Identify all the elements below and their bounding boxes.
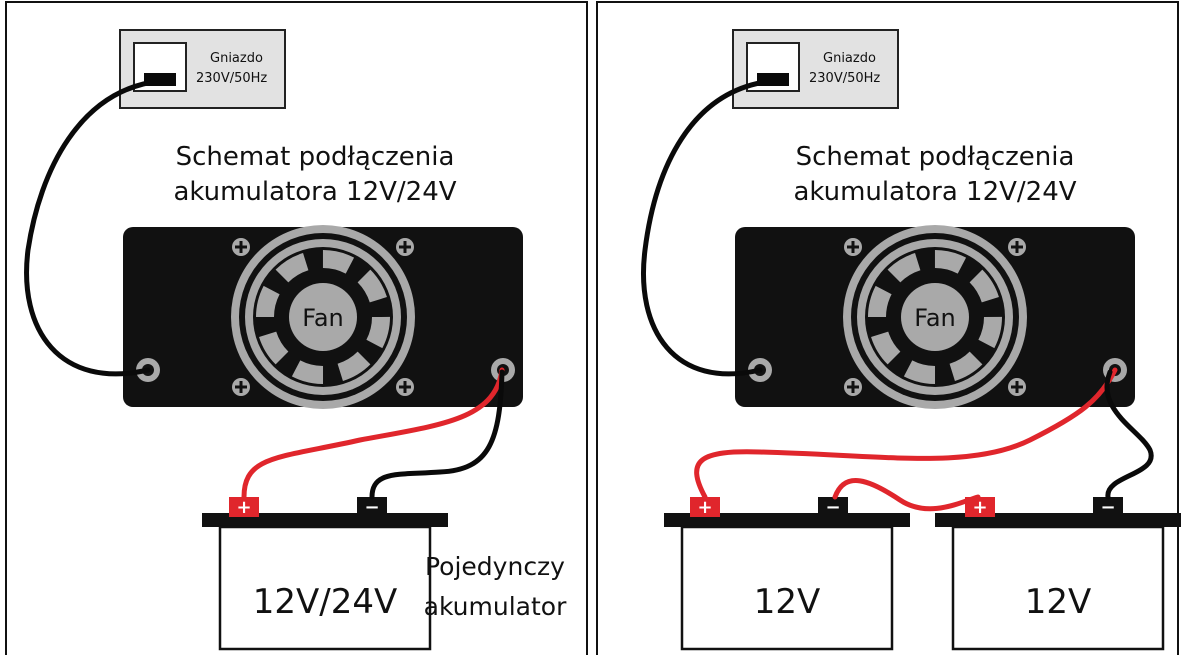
battery-plus-terminal: + — [229, 497, 259, 518]
left-panel: Gniazdo 230V/50Hz Schemat podłączenia ak… — [5, 1, 588, 655]
charger-unit: Fan — [123, 225, 523, 409]
diagram-title-line1: Schemat podłączenia — [796, 142, 1075, 172]
socket-label-line2: 230V/50Hz — [196, 71, 267, 86]
diagram-title-line2: akumulatora 12V/24V — [793, 177, 1076, 207]
minus-sign: − — [825, 497, 840, 518]
plus-sign: + — [972, 497, 987, 518]
battery-minus-terminal: − — [357, 497, 387, 518]
charger-unit: Fan — [735, 225, 1135, 409]
socket-label-line1: Gniazdo — [210, 51, 263, 66]
diagram-title-line2: akumulatora 12V/24V — [173, 177, 456, 207]
mains-cable — [641, 78, 775, 377]
battery-2-plus-terminal: + — [965, 497, 995, 518]
plus-sign: + — [236, 497, 251, 518]
plus-sign: + — [697, 497, 712, 518]
fan-label: Fan — [914, 304, 956, 332]
battery-1-plus-terminal: + — [690, 497, 720, 518]
diagram-title-line1: Schemat podłączenia — [176, 142, 455, 172]
series-link-cable — [832, 478, 981, 512]
socket-label-line1: Gniazdo — [823, 51, 876, 66]
wall-socket: Gniazdo 230V/50Hz — [732, 29, 899, 109]
positive-cable — [694, 367, 1118, 500]
battery-1-minus-terminal: − — [818, 497, 848, 518]
battery-2: 12V — [933, 511, 1183, 651]
battery-2-minus-terminal: − — [1093, 497, 1123, 518]
single-battery-label-line2: akumulator — [424, 592, 567, 621]
minus-sign: − — [1100, 497, 1115, 518]
minus-sign: − — [364, 497, 379, 518]
battery-1-label: 12V — [754, 582, 821, 622]
right-panel: Gniazdo 230V/50Hz Schemat podłączenia ak… — [596, 1, 1183, 655]
negative-cable — [1104, 369, 1154, 500]
battery-1: 12V — [662, 511, 912, 651]
negative-cable — [369, 369, 505, 500]
positive-cable — [241, 367, 505, 500]
wall-socket: Gniazdo 230V/50Hz — [119, 29, 286, 109]
single-battery-label-line1: Pojedynczy — [425, 552, 565, 581]
socket-label-line2: 230V/50Hz — [809, 71, 880, 86]
battery-label: 12V/24V — [253, 582, 398, 622]
battery-2-label: 12V — [1025, 582, 1092, 622]
mains-cable — [24, 78, 163, 377]
battery: 12V/24V — [200, 511, 450, 651]
fan-label: Fan — [302, 304, 344, 332]
